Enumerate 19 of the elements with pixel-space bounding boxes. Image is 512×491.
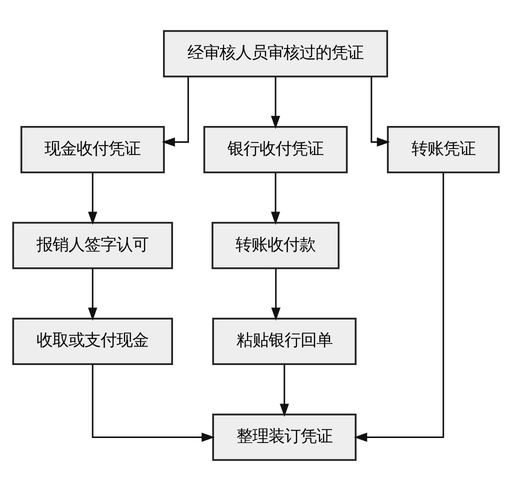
arrow	[271, 268, 280, 321]
arrow	[270, 76, 280, 130]
arrow	[370, 76, 390, 147]
node-box: 收取或支付现金	[12, 318, 173, 365]
node-box: 银行收付凭证	[203, 126, 348, 174]
arrow	[270, 172, 280, 225]
node-box: 经审核人员审核过的凭证	[163, 30, 388, 78]
arrow	[354, 172, 444, 442]
arrow	[280, 364, 289, 417]
node-box: 现金收付凭证	[20, 126, 165, 174]
node-box: 粘贴银行回单	[212, 318, 357, 365]
node-box: 整理装订凭证	[212, 414, 357, 461]
node-box: 报销人签字认可	[12, 222, 173, 270]
arrow	[92, 364, 215, 442]
node-box: 转账收付款	[212, 222, 340, 270]
arrow	[88, 268, 98, 321]
arrow	[88, 172, 98, 225]
arrow	[162, 76, 189, 147]
node-box: 转账凭证	[386, 126, 500, 174]
